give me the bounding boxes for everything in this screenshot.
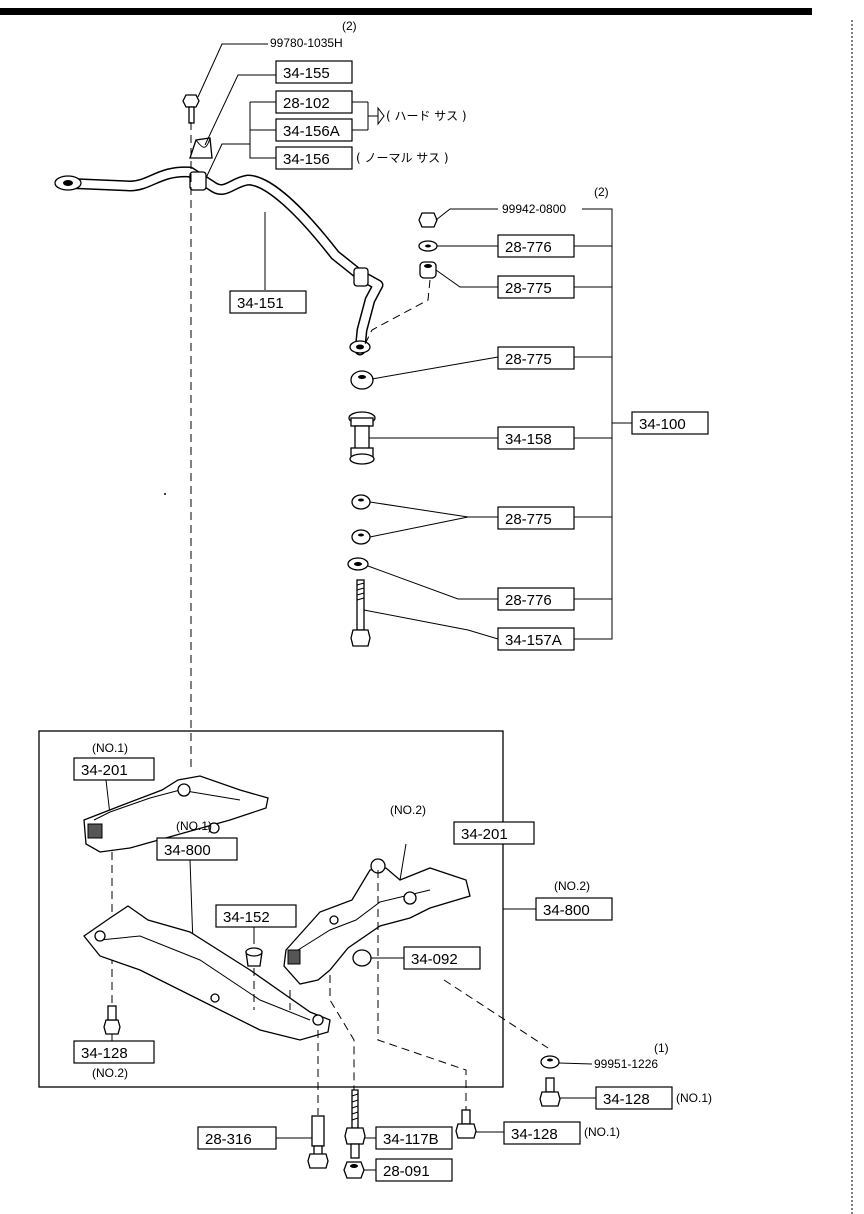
bolt-icon bbox=[103, 1005, 121, 1035]
label-34-800-no2: 34-800 bbox=[543, 902, 590, 919]
label-28-102: 28-102 bbox=[283, 95, 330, 112]
crossmember-no2-icon bbox=[283, 858, 471, 985]
washer-icon bbox=[540, 1055, 560, 1069]
label-34-158: 34-158 bbox=[505, 431, 552, 448]
label-34-201-no1: 34-201 bbox=[81, 762, 128, 779]
label-28-776-bottom: 28-776 bbox=[505, 592, 552, 609]
note-normal-suspension: ( ノーマル サス ) bbox=[356, 151, 449, 165]
label-34-128-no1-right: 34-128 bbox=[603, 1091, 650, 1108]
spacer-icon bbox=[348, 411, 376, 465]
no2-label-a: (NO.2) bbox=[390, 803, 426, 817]
no1-label-c: (NO.1) bbox=[676, 1091, 712, 1105]
label-34-128-no2: 34-128 bbox=[81, 1045, 128, 1062]
link-bolt-icon bbox=[350, 579, 371, 647]
mount-icon bbox=[245, 947, 263, 967]
label-34-156: 34-156 bbox=[283, 151, 330, 168]
label-34-157a: 34-157A bbox=[505, 632, 562, 649]
crossmember-no1-lower-icon bbox=[83, 905, 331, 1041]
nut-icon bbox=[418, 212, 438, 228]
no2-label-c: (NO.2) bbox=[92, 1066, 128, 1080]
no2-label-b: (NO.2) bbox=[554, 879, 590, 893]
label-34-156a: 34-156A bbox=[283, 123, 340, 140]
bolt-icon bbox=[539, 1077, 561, 1107]
washer-icon bbox=[418, 240, 438, 252]
label-34-117b: 34-117B bbox=[383, 1131, 439, 1148]
long-bolt-icon bbox=[307, 1115, 329, 1169]
label-34-152: 34-152 bbox=[223, 909, 270, 926]
stabilizer-bar-icon bbox=[54, 166, 384, 356]
bolt-icon bbox=[182, 94, 200, 124]
label-34-155: 34-155 bbox=[283, 65, 330, 82]
label-34-201-no2: 34-201 bbox=[461, 826, 508, 843]
label-34-100: 34-100 bbox=[639, 416, 686, 433]
nut-icon bbox=[343, 1161, 365, 1179]
bolt-icon bbox=[455, 1109, 477, 1139]
bushing-icon bbox=[352, 949, 372, 967]
label-34-151: 34-151 bbox=[237, 295, 284, 312]
bushing-icon bbox=[350, 370, 374, 390]
washer-qty: (1) bbox=[654, 1041, 669, 1055]
washer-icon bbox=[347, 557, 369, 571]
bolt-code: 99780-1035H bbox=[270, 36, 343, 50]
stud-bolt-icon bbox=[344, 1089, 366, 1159]
bracket-icon bbox=[189, 137, 213, 159]
label-28-775-c: 28-775 bbox=[505, 511, 552, 528]
no1-label-b: (NO.1) bbox=[176, 819, 212, 833]
label-34-092: 34-092 bbox=[411, 951, 458, 968]
label-28-316: 28-316 bbox=[205, 1131, 252, 1148]
label-28-091: 28-091 bbox=[383, 1163, 430, 1180]
bolt-qty: (2) bbox=[342, 19, 357, 33]
nut-code: 99942-0800 bbox=[502, 202, 566, 216]
crossmember-no1-icon bbox=[83, 775, 269, 853]
nut-qty: (2) bbox=[594, 185, 609, 199]
label-28-775-b: 28-775 bbox=[505, 351, 552, 368]
top-rule bbox=[0, 8, 812, 15]
note-hard-suspension: ( ハード サス ) bbox=[386, 109, 467, 123]
label-28-776-top: 28-776 bbox=[505, 239, 552, 256]
bushing-icon bbox=[419, 261, 437, 279]
washer-code: 99951-1226 bbox=[594, 1057, 658, 1071]
no1-label-d: (NO.1) bbox=[584, 1125, 620, 1139]
bushing-icon bbox=[351, 494, 371, 545]
label-28-775-a: 28-775 bbox=[505, 280, 552, 297]
no1-label-a: (NO.1) bbox=[92, 741, 128, 755]
label-34-128-no1-middle: 34-128 bbox=[511, 1126, 558, 1143]
label-34-800-no1: 34-800 bbox=[164, 842, 211, 859]
